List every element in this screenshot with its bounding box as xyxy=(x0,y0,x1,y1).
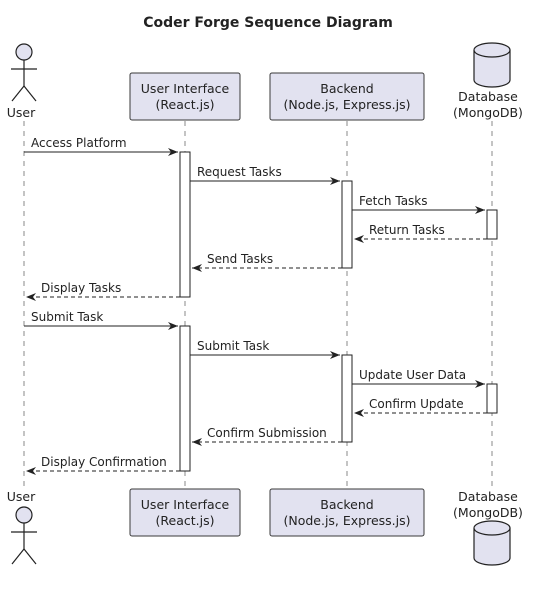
participant-label-user: User xyxy=(7,489,36,504)
activation-db-1 xyxy=(486,209,498,240)
actor-icon xyxy=(11,43,37,102)
message-send-tasks: Send Tasks xyxy=(192,252,342,272)
message-confirm-submission: Confirm Submission xyxy=(192,426,342,446)
participant-name: Backend xyxy=(320,81,373,96)
message-label: Display Confirmation xyxy=(41,455,167,469)
participant-backend-top: Backend (Node.js, Express.js) xyxy=(269,72,425,121)
activation-backend-1 xyxy=(341,180,353,269)
participant-ui-bottom: User Interface (React.js) xyxy=(129,488,241,537)
participants-top: User User Interface (React.js) Backend (… xyxy=(7,42,523,121)
participant-label-user: User xyxy=(7,105,36,120)
message-label: Request Tasks xyxy=(197,165,282,179)
activation-ui-2 xyxy=(179,325,191,472)
message-label: Fetch Tasks xyxy=(359,194,428,208)
actor-icon xyxy=(11,506,37,565)
message-label: Submit Task xyxy=(31,310,103,324)
participant-box xyxy=(129,488,241,537)
message-label: Return Tasks xyxy=(369,223,445,237)
message-label: Display Tasks xyxy=(41,281,121,295)
message-label: Confirm Submission xyxy=(207,426,327,440)
participant-tech: (MongoDB) xyxy=(453,505,523,520)
message-label: Confirm Update xyxy=(369,397,464,411)
participant-tech: (Node.js, Express.js) xyxy=(283,513,410,528)
message-confirm-update: Confirm Update xyxy=(354,397,487,417)
activation-bars xyxy=(179,151,498,472)
participant-backend-bottom: Backend (Node.js, Express.js) xyxy=(269,488,425,537)
message-label: Update User Data xyxy=(359,368,466,382)
participant-tech: (React.js) xyxy=(156,513,215,528)
message-label: Submit Task xyxy=(197,339,269,353)
actor-user-bottom: User xyxy=(7,489,37,565)
participant-box xyxy=(129,72,241,121)
participant-name: Database xyxy=(458,89,518,104)
message-label: Send Tasks xyxy=(207,252,273,266)
participant-name: Backend xyxy=(320,497,373,512)
participant-database-top: Database (MongoDB) xyxy=(453,42,523,120)
participant-ui-top: User Interface (React.js) xyxy=(129,72,241,121)
message-access-platform: Access Platform xyxy=(24,136,178,156)
database-icon xyxy=(473,520,511,566)
participant-tech: (Node.js, Express.js) xyxy=(283,97,410,112)
messages: Access Platform Request Tasks Fetch Task… xyxy=(24,136,487,475)
activation-ui-1 xyxy=(179,151,191,298)
participant-name: User Interface xyxy=(141,497,230,512)
participant-tech: (React.js) xyxy=(156,97,215,112)
participant-database-bottom: Database (MongoDB) xyxy=(453,489,523,566)
participant-name: Database xyxy=(458,489,518,504)
database-icon xyxy=(473,42,511,88)
participant-box xyxy=(269,488,425,537)
message-label: Access Platform xyxy=(31,136,127,150)
activation-backend-2 xyxy=(341,354,353,443)
activation-db-2 xyxy=(486,383,498,414)
participant-box xyxy=(269,72,425,121)
participants-bottom: User User Interface (React.js) Backend (… xyxy=(7,488,523,566)
participant-name: User Interface xyxy=(141,81,230,96)
message-display-tasks: Display Tasks xyxy=(26,281,180,301)
message-submit-task-ui: Submit Task xyxy=(190,339,340,359)
message-request-tasks: Request Tasks xyxy=(190,165,340,185)
actor-user-top: User xyxy=(7,43,37,120)
message-fetch-tasks: Fetch Tasks xyxy=(352,194,485,214)
message-return-tasks: Return Tasks xyxy=(354,223,487,243)
message-submit-task-user: Submit Task xyxy=(24,310,178,330)
participant-tech: (MongoDB) xyxy=(453,105,523,120)
message-display-confirmation: Display Confirmation xyxy=(26,455,180,475)
message-update-user-data: Update User Data xyxy=(352,368,485,388)
diagram-title: Coder Forge Sequence Diagram xyxy=(143,15,393,31)
